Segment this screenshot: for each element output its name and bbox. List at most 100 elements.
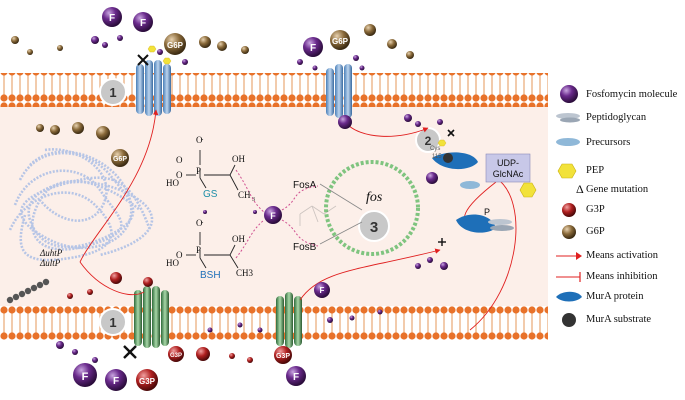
legend-item-mura-substrate: MurA substrate xyxy=(552,310,685,334)
fosfomycin-F-balls: F F F F F F F xyxy=(73,7,438,391)
step-2-label: 2 xyxy=(425,134,432,148)
svg-text:O: O xyxy=(176,170,183,180)
gs-oh-label: OH xyxy=(232,154,245,164)
legend-label-activation: Means activation xyxy=(586,250,659,261)
svg-text:O: O xyxy=(176,250,183,260)
svg-text:G6P: G6P xyxy=(167,41,184,50)
udp-glcnac-box xyxy=(485,153,531,183)
inhibition-x-mura xyxy=(447,129,455,137)
cytoplasm xyxy=(0,106,548,306)
legend-item-mura-protein: MurA protein xyxy=(552,288,685,312)
udp-line1: UDP- xyxy=(497,158,519,168)
cys-num-label: 115 xyxy=(432,154,442,160)
g6p-balls: G6P G6P G6P xyxy=(11,24,414,167)
step-3-badge: 3 xyxy=(358,210,390,242)
svg-text:F: F xyxy=(310,43,316,54)
transporter-uhpt-top xyxy=(136,60,171,116)
g3p-icon xyxy=(562,203,576,217)
svg-text:3: 3 xyxy=(252,197,255,203)
fosfomycin-small-dots xyxy=(56,35,448,363)
g3p-balls: G3P G3P G3P xyxy=(67,272,292,391)
plus-mura xyxy=(438,238,446,246)
svg-text:G3P: G3P xyxy=(170,353,182,359)
svg-text:P: P xyxy=(196,245,201,255)
svg-text:F: F xyxy=(293,372,299,383)
legend-label-pep: PEP xyxy=(586,165,605,176)
bsh-ho-label: HO xyxy=(166,258,179,268)
delta-uhpt-label: ΔuhtP xyxy=(39,248,63,258)
bsh-oh-label: OH xyxy=(232,234,245,244)
svg-text:G3P: G3P xyxy=(276,353,290,360)
legend-label-peptidoglycan: Peptidoglycan xyxy=(586,112,647,123)
udp-line2: GlcNAc xyxy=(493,169,524,179)
gs-label: GS xyxy=(203,189,218,200)
svg-text:G3P: G3P xyxy=(139,377,156,386)
legend-label-g6p: G6P xyxy=(586,226,605,237)
legend-label-mura-protein: MurA protein xyxy=(586,291,644,302)
svg-text:O: O xyxy=(196,135,203,145)
fosB-connector xyxy=(319,221,363,245)
fosfomycin-center-label: F xyxy=(270,211,276,221)
svg-text:F: F xyxy=(320,286,325,295)
legend-item-g6p: G6P xyxy=(552,222,685,246)
fosfomycin-structure-faded xyxy=(299,205,337,226)
svg-text:-: - xyxy=(201,135,204,143)
legend-item-gene-mutation: Δ Gene mutation xyxy=(552,180,685,204)
bsh-ch3-label: CH3 xyxy=(236,268,254,278)
step-3-label: 3 xyxy=(370,219,378,236)
pep-near-mura xyxy=(519,182,537,198)
legend-item-peptidoglycan: Peptidoglycan xyxy=(552,109,685,133)
p-label: P xyxy=(484,207,490,217)
svg-text:P: P xyxy=(196,166,201,176)
delta-icon: Δ xyxy=(576,182,584,196)
svg-text:F: F xyxy=(109,13,115,24)
legend-item-precursors: Precursors xyxy=(552,134,685,158)
svg-text:F: F xyxy=(82,371,89,383)
bacillithiol-adduct xyxy=(186,232,239,269)
transporter-bottom-right xyxy=(276,292,302,348)
mura-protein-upper xyxy=(432,152,478,170)
inhibition-x-bottom xyxy=(123,345,137,359)
pep-icon xyxy=(557,163,577,179)
inhibition-x-top xyxy=(137,54,149,66)
delta-ulpt-label: ΔultP xyxy=(39,258,61,268)
fosA-connector xyxy=(319,183,363,211)
peptidoglycan-stack xyxy=(488,219,514,231)
step-1-top-label: 1 xyxy=(109,85,116,100)
mura-substrate-icon xyxy=(562,313,576,327)
legend: Fosfomycin molecule Peptidoglycan Precur… xyxy=(552,0,685,400)
legend-item-inhibition: Means inhibition xyxy=(552,268,685,292)
legend-item-fosfomycin: Fosfomycin molecule xyxy=(552,84,685,108)
fos-plasmid xyxy=(324,160,420,256)
legend-label-g3p: G3P xyxy=(586,204,605,215)
mura-protein-lower xyxy=(456,214,496,233)
legend-label-precursors: Precursors xyxy=(586,137,631,148)
step-1-bottom-label: 1 xyxy=(109,315,116,330)
svg-text:G6P: G6P xyxy=(113,156,127,163)
svg-text:O: O xyxy=(176,155,183,165)
transporter-glpt-bottom xyxy=(134,286,169,348)
inner-membrane-bottom xyxy=(0,306,548,340)
fos-gene-label: fos xyxy=(366,190,383,205)
svg-text:F: F xyxy=(140,18,146,29)
glutathione-adduct xyxy=(186,150,239,191)
svg-text:O: O xyxy=(196,218,203,228)
g6p-icon xyxy=(562,225,576,239)
legend-label-gene-mutation: Gene mutation xyxy=(586,184,649,195)
pep-small xyxy=(147,45,447,147)
legend-item-pep: PEP xyxy=(552,162,685,186)
fosfomycin-icon xyxy=(560,85,578,103)
mura-protein-icon xyxy=(556,291,582,302)
regulation-lines xyxy=(79,109,517,331)
activation-arrow-icon xyxy=(556,252,582,260)
legend-label-fosfomycin: Fosfomycin molecule xyxy=(586,89,678,100)
svg-text:F: F xyxy=(113,376,119,387)
gs-ho-label: HO xyxy=(166,178,179,188)
transporter-top-right xyxy=(326,64,352,118)
bsh-label: BSH xyxy=(200,270,221,281)
peptidoglycan-icon xyxy=(556,113,580,123)
step-1-top-badge: 1 xyxy=(99,78,127,106)
svg-text:G6P: G6P xyxy=(332,37,349,46)
fosB-label: FosB xyxy=(293,242,317,253)
